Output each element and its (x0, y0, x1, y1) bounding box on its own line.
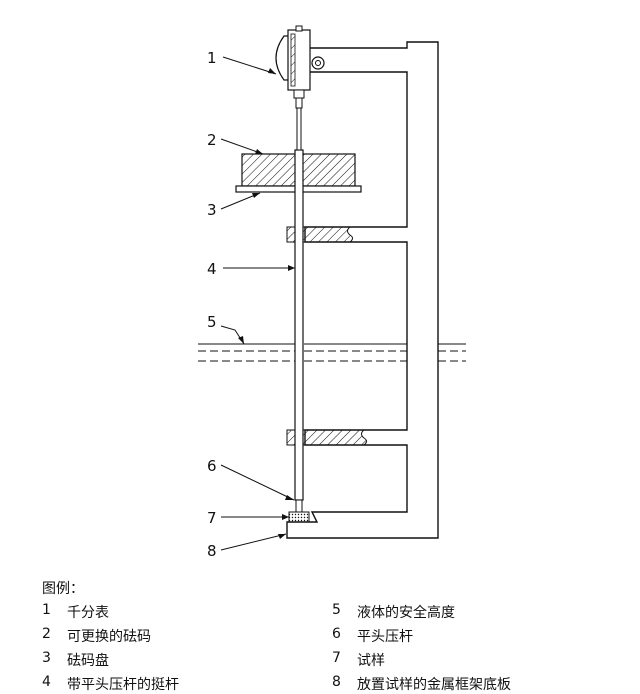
metal-frame (286, 41, 439, 539)
callout-3: 3 (207, 201, 217, 219)
legend-num: 5 (332, 602, 341, 618)
legend-grid: 1 千分表 5 液体的安全高度 2 可更换的砝码 6 平头压杆 3 砝码盘 7 … (42, 602, 602, 694)
plunger-rod (294, 149, 304, 501)
legend-num: 8 (332, 674, 341, 690)
callout-7: 7 (207, 509, 217, 527)
legend-text: 液体的安全高度 (357, 605, 455, 621)
legend-num: 6 (332, 626, 341, 642)
callout-4: 4 (207, 260, 217, 278)
callout-6: 6 (207, 457, 217, 475)
dial-gauge (275, 25, 325, 109)
liquid-level (198, 343, 466, 362)
callout-5: 5 (207, 313, 217, 331)
flat-presser-foot (295, 499, 303, 513)
legend-num: 7 (332, 650, 341, 666)
legend-num: 4 (42, 674, 51, 690)
callout-8: 8 (207, 542, 217, 560)
legend-text: 砝码盘 (67, 653, 109, 669)
legend-num: 3 (42, 650, 51, 666)
legend: 图例： 1 千分表 5 液体的安全高度 2 可更换的砝码 6 平头压杆 3 砝码… (42, 578, 602, 694)
callout-1: 1 (207, 49, 217, 67)
gauge-stem (296, 107, 302, 151)
apparatus-diagram: 1 2 3 4 5 6 7 8 (198, 25, 466, 560)
legend-num: 1 (42, 602, 51, 618)
upper-clamp-specimen (304, 226, 353, 243)
legend-text: 放置试样的金属框架底板 (357, 677, 511, 693)
callout-2: 2 (207, 131, 217, 149)
legend-text: 可更换的砝码 (67, 629, 151, 645)
legend-text: 试样 (357, 653, 385, 669)
legend-title: 图例： (42, 581, 84, 597)
legend-text: 带平头压杆的挺杆 (67, 677, 179, 693)
legend-text: 平头压杆 (357, 629, 413, 645)
legend-num: 2 (42, 626, 51, 642)
lower-clamp-specimen (304, 429, 367, 446)
legend-text: 千分表 (67, 605, 109, 621)
specimen (288, 511, 310, 523)
